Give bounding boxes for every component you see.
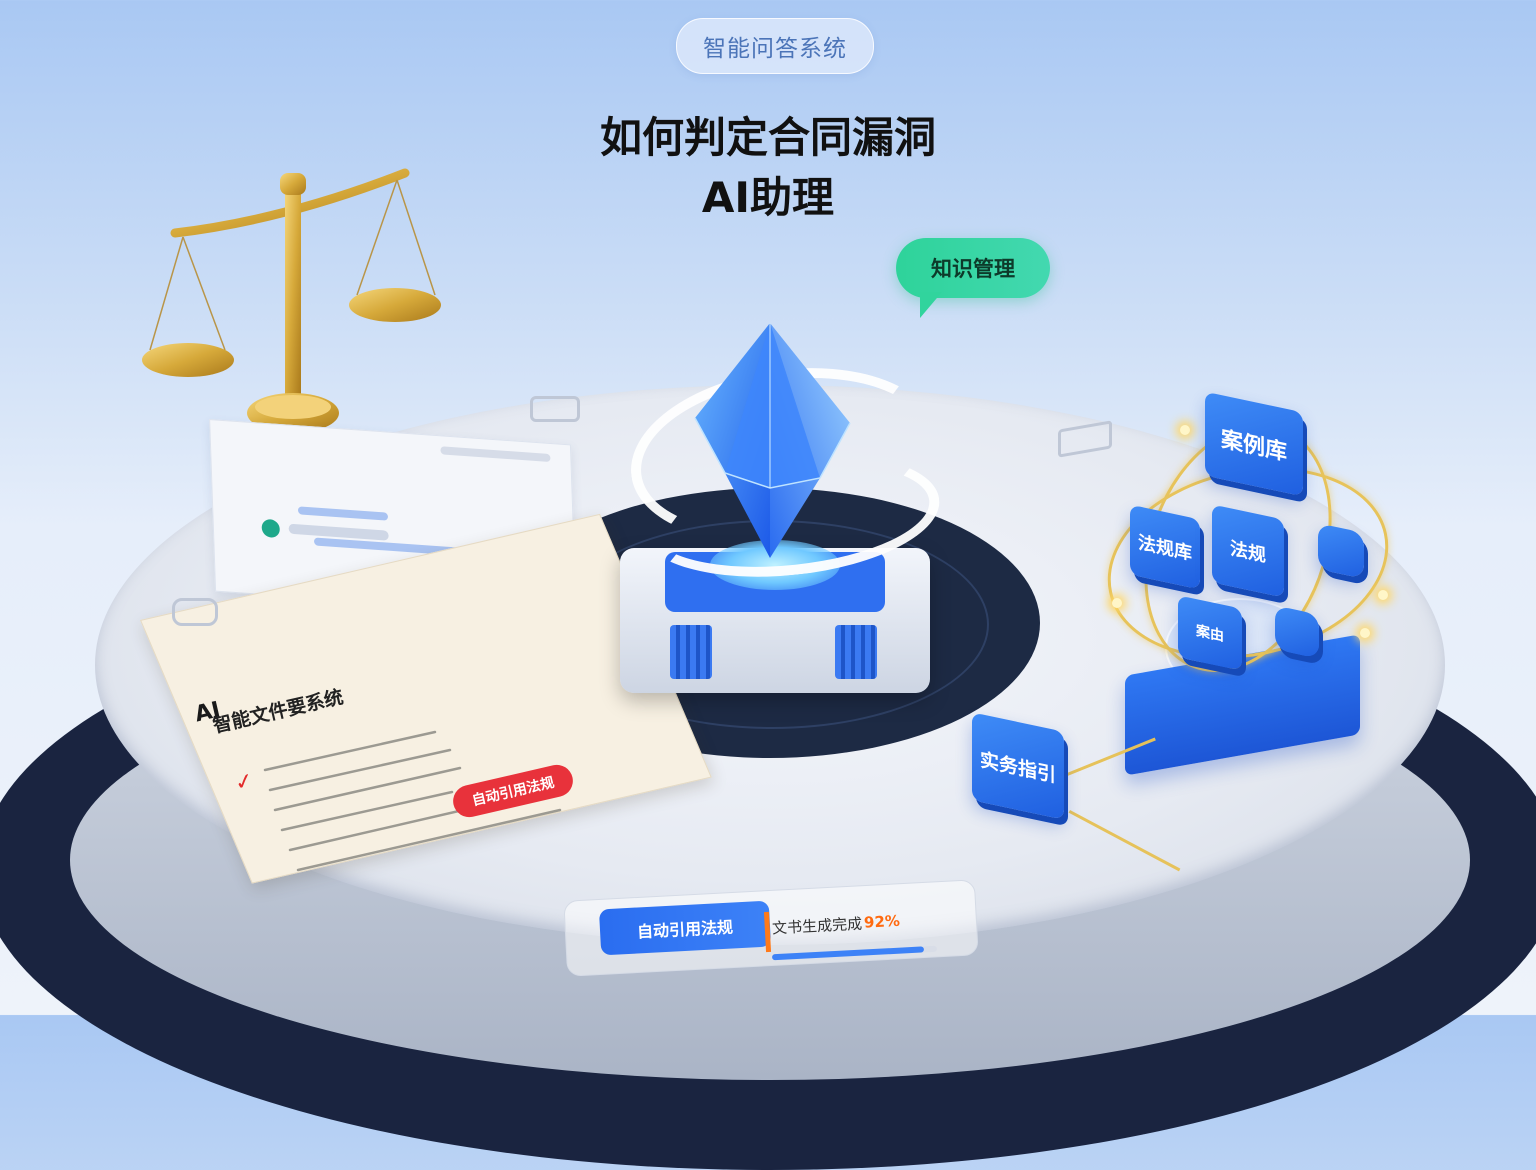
- orbit-glow-dot: [1180, 425, 1190, 435]
- law-label: 法规: [1230, 538, 1266, 567]
- orbit-glow-dot: [1112, 598, 1122, 608]
- placeholder-line: [440, 446, 551, 463]
- system-pill[interactable]: 智能问答系统: [676, 18, 874, 74]
- pedestal-vent-left: [670, 625, 712, 679]
- practice-guide-label: 实务指引: [979, 748, 1056, 787]
- generation-status-label: 文书生成完成: [771, 914, 863, 937]
- placeholder-line: [297, 506, 389, 521]
- orbit-glow-dot: [1360, 628, 1370, 638]
- law-library-node[interactable]: 法规库: [1130, 504, 1200, 590]
- knowledge-management-bubble[interactable]: 知识管理: [896, 238, 1050, 298]
- law-node[interactable]: 法规: [1212, 504, 1284, 598]
- device-icon: [530, 396, 580, 422]
- placeholder-line: [288, 523, 389, 541]
- cause-node-label: 案由: [1196, 623, 1224, 645]
- document-status-icon: [261, 518, 281, 539]
- orbit-glow-dot: [1378, 590, 1388, 600]
- crystal-core-icon: [694, 323, 851, 558]
- capsule-icon: [172, 598, 218, 626]
- system-pill-label: 智能问答系统: [703, 36, 847, 62]
- law-library-label: 法规库: [1138, 532, 1192, 565]
- title-line-1: 如何判定合同漏洞: [599, 113, 936, 162]
- document-text-lines: [263, 730, 562, 872]
- status-left-label: 自动引用法规: [636, 917, 734, 942]
- page-title: 如何判定合同漏洞 AI助理: [468, 108, 1068, 228]
- case-library-label: 案例库: [1220, 426, 1287, 467]
- auto-cite-status-button[interactable]: 自动引用法规: [598, 900, 772, 956]
- generation-percent: 92%: [863, 911, 901, 932]
- title-line-2: AI助理: [701, 173, 835, 222]
- bubble-tail: [920, 292, 942, 318]
- pedestal-vent-right: [835, 625, 877, 679]
- scales-of-justice-icon: [142, 168, 441, 433]
- bubble-label: 知识管理: [931, 257, 1015, 281]
